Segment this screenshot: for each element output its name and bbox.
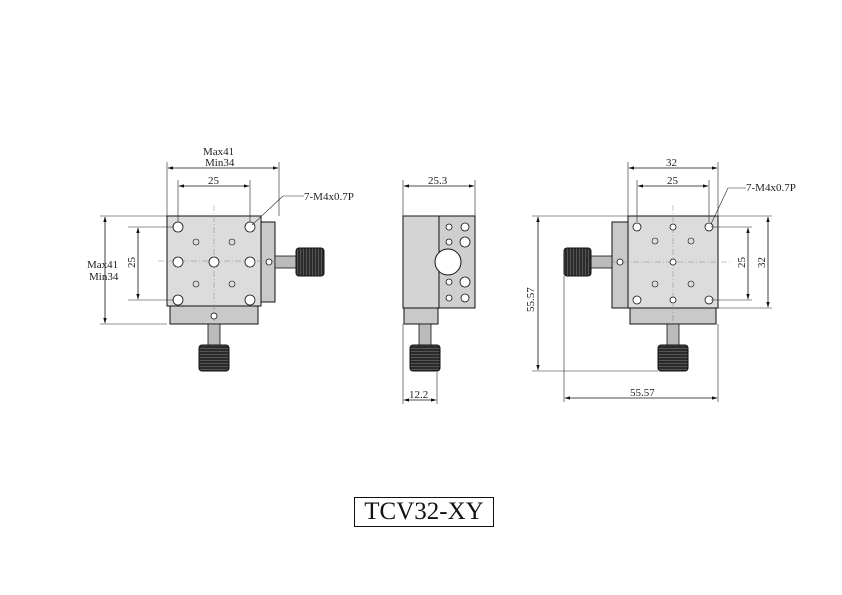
- side-knob-shaft: [418, 323, 432, 347]
- side-bottom-carriage: [403, 307, 439, 325]
- mounting-holes: [172, 221, 273, 320]
- side-body-left: [402, 215, 440, 309]
- dim-travel-max: Max41: [203, 146, 234, 158]
- model-title: TCV32-XY: [354, 497, 494, 527]
- dim-hole-spacing-left: 25: [126, 257, 138, 269]
- dim-travel-max-left: Max41: [87, 259, 118, 271]
- dim-bottom-width: 55.57: [630, 387, 655, 399]
- bottom-view: 32 25 7-M4x0.7P 55.57 55.57 25 32: [525, 157, 796, 402]
- side-center-bore: [434, 248, 462, 276]
- bottom-x-shaft: [589, 255, 613, 269]
- side-adjust-knob: [409, 344, 441, 372]
- top-view: Max41 Min34 25 7-M4x0.7P Max41 Min34 25: [87, 146, 354, 372]
- dim-bottom-outer-top: 32: [666, 157, 677, 169]
- bottom-y-knob: [657, 344, 689, 372]
- dim-bottom-height: 55.57: [525, 287, 537, 312]
- dim-side-offset: 12.2: [409, 389, 428, 401]
- dim-bottom-inner-right: 25: [736, 257, 748, 269]
- thread-callout: 7-M4x0.7P: [304, 191, 354, 203]
- bottom-thread-callout: 7-M4x0.7P: [746, 182, 796, 194]
- dim-bottom-inner-top: 25: [667, 175, 679, 187]
- dim-travel-min: Min34: [205, 157, 235, 169]
- dim-hole-spacing: 25: [208, 175, 220, 187]
- side-view: 25.3 12.2: [402, 175, 476, 404]
- x-adjust-knob: [295, 247, 325, 277]
- bottom-mounting-holes: [616, 222, 714, 305]
- y-adjust-knob: [198, 344, 230, 372]
- bottom-y-shaft: [666, 323, 680, 347]
- dim-side-width: 25.3: [428, 175, 448, 187]
- y-adjust-shaft: [207, 323, 221, 347]
- bottom-x-knob: [563, 247, 592, 277]
- x-adjust-shaft: [274, 255, 298, 269]
- dim-bottom-outer-right: 32: [756, 257, 768, 268]
- dim-travel-min-left: Min34: [89, 271, 119, 283]
